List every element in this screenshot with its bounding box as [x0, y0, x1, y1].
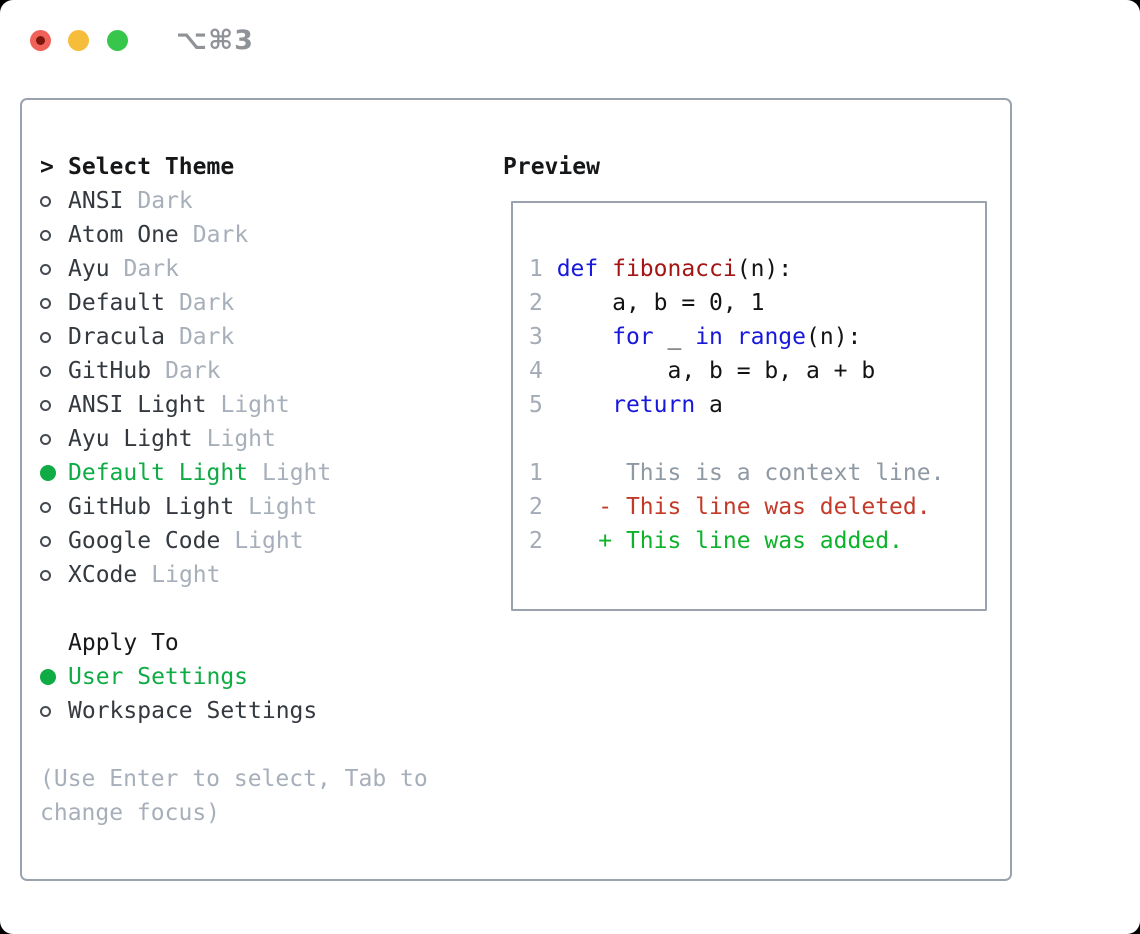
line-number: 2 — [529, 290, 557, 316]
diff-added-line: 2 + This line was added. — [529, 528, 903, 554]
theme-variant: Light — [248, 494, 318, 520]
theme-name: Dracula — [68, 324, 165, 350]
theme-option-ayu-light[interactable]: Ayu Light Light — [40, 422, 490, 456]
theme-name: ANSI — [68, 188, 124, 214]
theme-option-default-light[interactable]: Default Light Light — [40, 456, 490, 490]
theme-variant: Dark — [165, 358, 221, 384]
apply-to-option-user-settings[interactable]: User Settings — [40, 660, 490, 694]
diff-deleted-line: 2 - This line was deleted. — [529, 494, 931, 520]
theme-variant: Light — [220, 392, 290, 418]
code-line-1: 1 def fibonacci(n): — [529, 256, 793, 282]
theme-option-google-code-light[interactable]: Google Code Light — [40, 524, 490, 558]
theme-option-atom-one-dark[interactable]: Atom One Dark — [40, 218, 490, 252]
radio-unselected-icon — [40, 263, 51, 275]
theme-option-dracula-dark[interactable]: Dracula Dark — [40, 320, 490, 354]
theme-list-header: > Select Theme — [40, 150, 490, 184]
theme-option-xcode-light[interactable]: XCode Light — [40, 558, 490, 592]
radio-unselected-icon — [40, 297, 51, 309]
diff-context-line: 1 This is a context line. — [529, 460, 945, 486]
line-number: 5 — [529, 392, 557, 418]
radio-selected-icon — [40, 465, 56, 481]
minimize-button[interactable] — [68, 30, 89, 51]
line-number: 1 — [529, 256, 557, 282]
theme-variant: Dark — [137, 188, 193, 214]
theme-variant: Light — [206, 426, 276, 452]
theme-variant: Dark — [192, 222, 249, 248]
theme-name: Atom One — [68, 222, 179, 248]
line-number: 1 — [529, 460, 557, 486]
apply-to-header: Apply To — [40, 626, 490, 660]
line-number: 2 — [529, 528, 557, 554]
theme-picker-panel: > Select Theme ANSI Dark Atom One Dark A… — [20, 98, 1012, 881]
zoom-button[interactable] — [107, 30, 128, 51]
theme-variant: Light — [151, 562, 221, 588]
line-number: 2 — [529, 494, 557, 520]
theme-option-ansi-light[interactable]: ANSI Light Light — [40, 388, 490, 422]
help-text: (Use Enter to select, Tab to change focu… — [40, 762, 490, 830]
theme-variant: Light — [234, 528, 304, 554]
theme-list-title: Select Theme — [68, 154, 235, 180]
radio-unselected-icon — [40, 433, 51, 445]
line-number: 3 — [529, 324, 557, 350]
theme-variant: Dark — [123, 256, 179, 282]
radio-unselected-icon — [40, 535, 51, 547]
theme-name: XCode — [68, 562, 138, 588]
theme-list: > Select Theme ANSI Dark Atom One Dark A… — [40, 150, 490, 830]
help-text-line2: change focus) — [40, 800, 221, 826]
apply-to-option-label-selected: User Settings — [68, 664, 249, 690]
line-number: 4 — [529, 358, 557, 384]
code-line-2: 2 a, b = 0, 1 — [529, 290, 765, 316]
apply-to-title: Apply To — [68, 630, 179, 656]
theme-name: Default — [68, 290, 165, 316]
radio-unselected-icon — [40, 501, 51, 513]
radio-unselected-icon — [40, 399, 51, 411]
theme-name: Google Code — [68, 528, 221, 554]
theme-name: Ayu — [68, 256, 110, 282]
radio-unselected-icon — [40, 365, 51, 377]
preview-title: Preview — [503, 154, 600, 180]
theme-option-default-dark[interactable]: Default Dark — [40, 286, 490, 320]
window-shortcut-label: ⌥⌘3 — [176, 25, 254, 56]
theme-name: ANSI Light — [68, 392, 207, 418]
theme-option-ansi-dark[interactable]: ANSI Dark — [40, 184, 490, 218]
theme-option-ayu-dark[interactable]: Ayu Dark — [40, 252, 490, 286]
close-button[interactable] — [30, 30, 51, 51]
apply-to-option-workspace-settings[interactable]: Workspace Settings — [40, 694, 490, 728]
code-line-3: 3 for _ in range(n): — [529, 324, 862, 350]
code-line-5: 5 return a — [529, 392, 723, 418]
theme-variant: Dark — [178, 290, 235, 316]
radio-unselected-icon — [40, 331, 51, 343]
radio-unselected-icon — [40, 569, 51, 581]
theme-name-selected: Default Light — [68, 460, 249, 486]
apply-to-option-label: Workspace Settings — [68, 698, 318, 724]
help-text-line1: (Use Enter to select, Tab to — [40, 766, 428, 792]
cursor-icon: > — [40, 154, 54, 180]
theme-name: GitHub Light — [68, 494, 235, 520]
theme-variant: Dark — [178, 324, 235, 350]
title-bar: ⌥⌘3 — [0, 0, 1140, 98]
theme-option-github-dark[interactable]: GitHub Dark — [40, 354, 490, 388]
theme-name: GitHub — [68, 358, 152, 384]
theme-name: Ayu Light — [68, 426, 193, 452]
theme-variant: Light — [262, 460, 332, 486]
radio-unselected-icon — [40, 229, 51, 241]
radio-selected-icon — [40, 669, 56, 685]
theme-option-github-light[interactable]: GitHub Light Light — [40, 490, 490, 524]
code-line-4: 4 a, b = b, a + b — [529, 358, 876, 384]
radio-unselected-icon — [40, 705, 51, 717]
blank-line — [529, 422, 985, 456]
radio-unselected-icon — [40, 195, 51, 207]
preview-pane: 1 def fibonacci(n): 2 a, b = 0, 1 3 for … — [511, 201, 987, 611]
